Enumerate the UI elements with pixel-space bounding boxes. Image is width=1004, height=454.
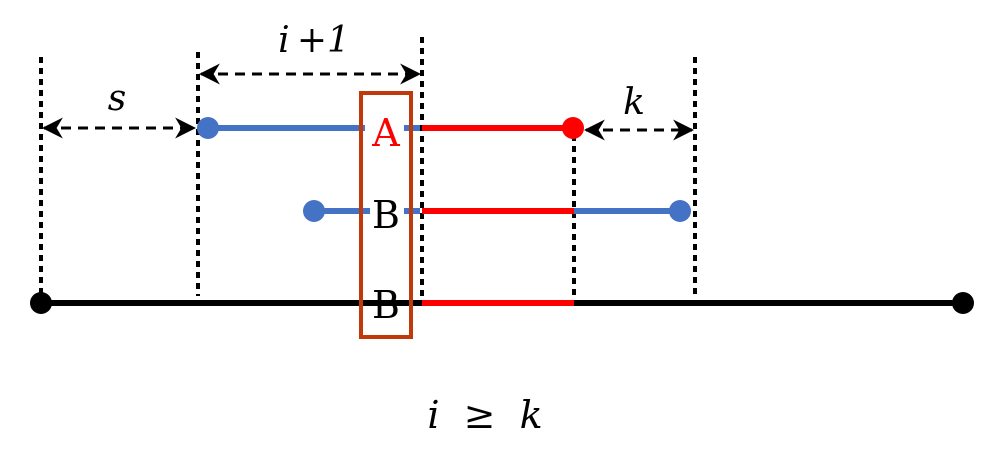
label-a: A xyxy=(371,111,400,155)
measure-arrows xyxy=(41,63,695,141)
condition-label: i ≥ k xyxy=(427,393,542,437)
row-a-end-dot xyxy=(562,117,584,139)
row-b-start-dot xyxy=(303,200,325,222)
row-b-end-dot xyxy=(669,200,691,222)
base-start-dot xyxy=(30,292,52,314)
label-b-middle: B xyxy=(372,193,400,237)
label-i-plus-1: i +1 xyxy=(278,20,350,61)
label-s: s xyxy=(108,78,126,119)
highlight-box xyxy=(359,91,413,339)
guide-lines xyxy=(39,37,697,296)
row-a-start-dot xyxy=(197,117,219,139)
label-k: k xyxy=(623,82,645,123)
label-b-bottom: B xyxy=(372,283,400,327)
base-end-dot xyxy=(952,292,974,314)
